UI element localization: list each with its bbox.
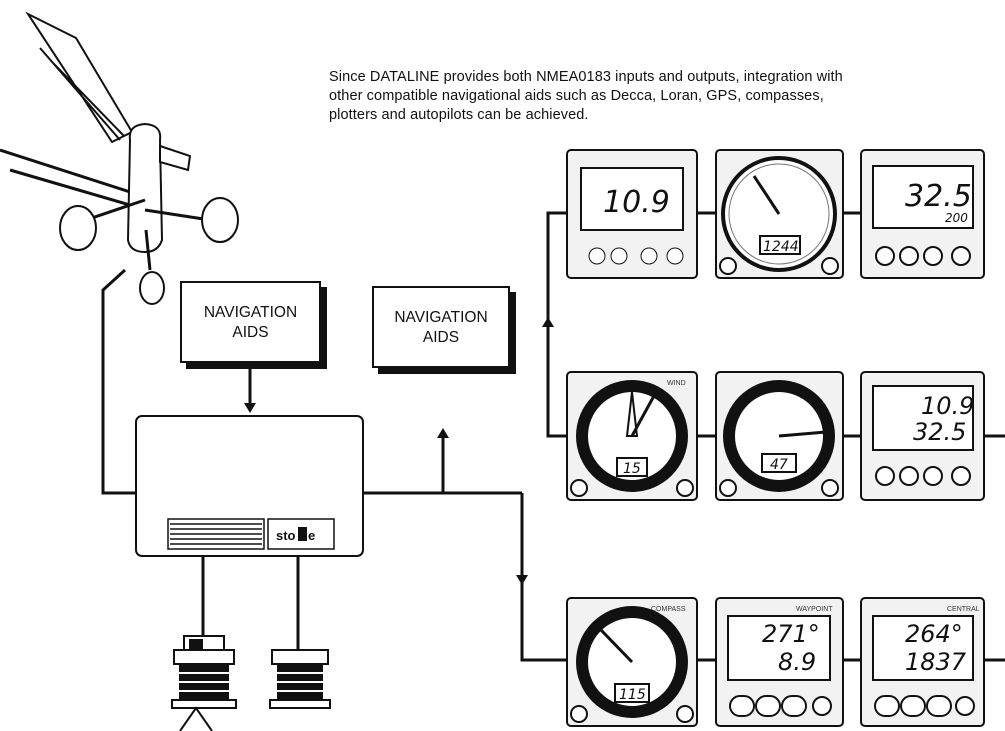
instrument-row-3: COMPASS 115 WAYPOINT 271° 8.9 CENTRAL 26… — [566, 597, 985, 727]
analog-gauge-readout: 1244 — [763, 239, 799, 255]
instrument-row-2: WIND 15 47 10.9 32.5 — [566, 371, 985, 501]
navigation-aids-box-left: NAVIGATION AIDS — [180, 281, 321, 363]
masthead-body — [126, 122, 164, 254]
speed-gauge-readout: 47 — [770, 457, 788, 473]
central-processor-unit: sto e — [135, 415, 364, 557]
digital-speed-display: 10.9 — [566, 149, 698, 279]
nav-box-right-line-1: NAVIGATION — [394, 309, 488, 326]
transducer-right — [269, 649, 331, 709]
dual-sub-readout: 200 — [945, 211, 968, 225]
caption-text: Since DATALINE provides both NMEA0183 in… — [329, 68, 989, 125]
dual-main-readout: 32.5 — [905, 179, 972, 214]
navigation-aids-box-right: NAVIGATION AIDS — [372, 286, 510, 368]
caption-line-1: Since DATALINE provides both NMEA0183 in… — [329, 69, 843, 85]
boat-speed-gauge: 47 — [715, 371, 844, 501]
analog-gauge-display: 1244 — [715, 149, 844, 279]
compass-readout: 115 — [619, 687, 646, 703]
svg-text:e: e — [308, 528, 315, 543]
compass-display: COMPASS 115 — [566, 597, 698, 727]
dual-line-display: 10.9 32.5 — [860, 371, 985, 501]
central-display: CENTRAL 264° 1837 — [860, 597, 985, 727]
brand-logo-text: sto — [276, 528, 296, 543]
wind-header: WIND — [667, 380, 686, 387]
wind-readout: 15 — [623, 461, 641, 477]
anemometer-cup-right — [201, 197, 239, 243]
central-bottom-readout: 1837 — [905, 648, 967, 676]
instrument-row-1: 10.9 1244 32.5 200 — [566, 149, 985, 279]
compass-header: COMPASS — [651, 606, 686, 613]
waypoint-display: WAYPOINT 271° 8.9 — [715, 597, 844, 727]
digital-speed-readout: 10.9 — [603, 185, 670, 220]
dual-bottom-readout: 32.5 — [913, 418, 966, 446]
nav-box-right-line-2: AIDS — [422, 329, 460, 346]
transducer-left — [171, 635, 237, 731]
anemometer-cup-left — [59, 205, 97, 251]
nav-box-left-line-2: AIDS — [232, 324, 269, 341]
dual-top-readout: 10.9 — [921, 392, 974, 420]
wind-vane-fin — [25, 11, 134, 144]
waypoint-header: WAYPOINT — [796, 606, 833, 613]
caption-line-3: plotters and autopilots can be achieved. — [329, 107, 589, 123]
nav-box-left-line-1: NAVIGATION — [203, 304, 298, 321]
wind-angle-display: WIND 15 — [566, 371, 698, 501]
central-top-readout: 264° — [905, 620, 963, 648]
masthead-unit — [0, 11, 239, 305]
waypoint-bottom-readout: 8.9 — [778, 648, 816, 676]
network-wiring — [101, 211, 1005, 662]
waypoint-top-readout: 271° — [762, 620, 820, 648]
dual-readout-display: 32.5 200 — [860, 149, 985, 279]
central-header: CENTRAL — [947, 606, 980, 613]
caption-line-2: other compatible navigational aids such … — [329, 88, 824, 104]
anemometer-cup-bottom — [139, 271, 165, 305]
